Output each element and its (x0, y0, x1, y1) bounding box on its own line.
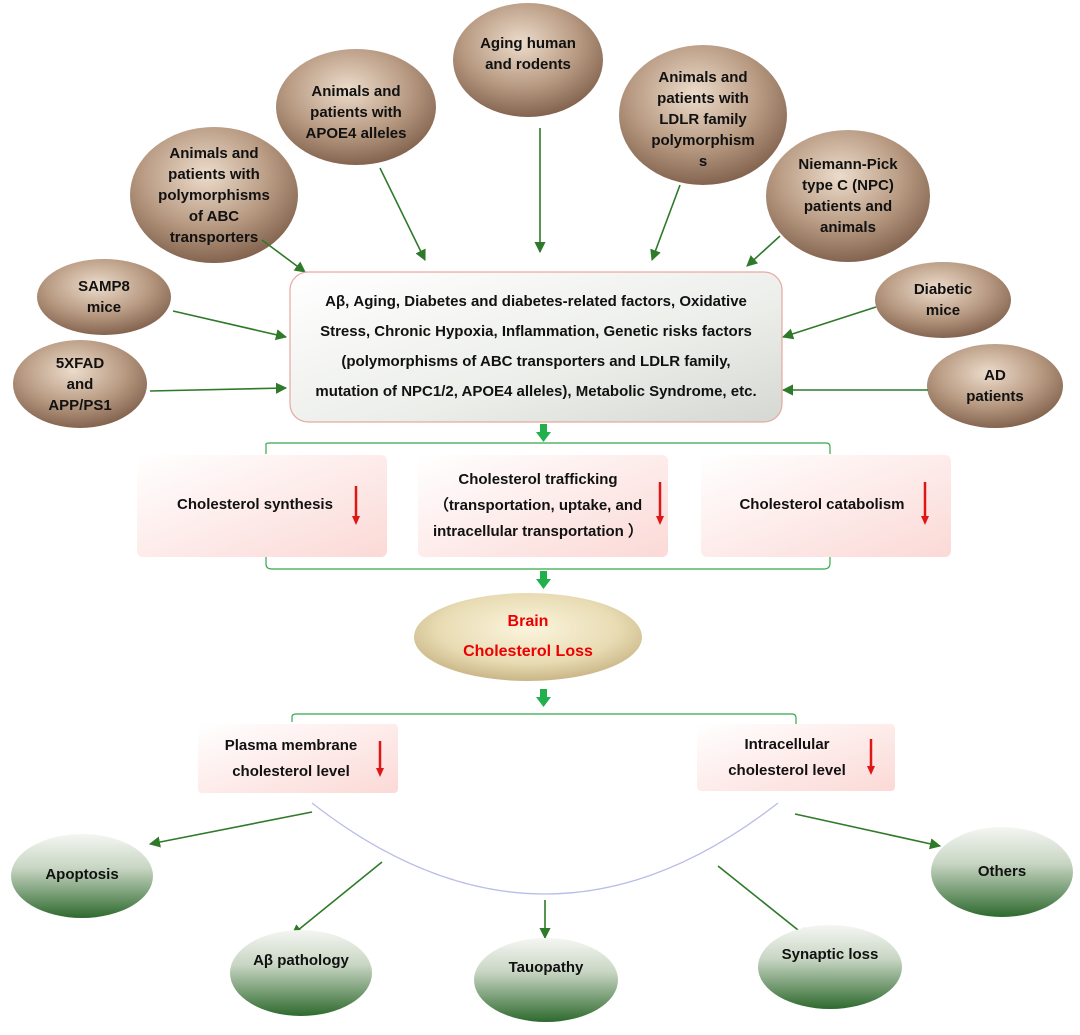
source-diabetic-node (875, 262, 1011, 338)
mechanism-bracket (265, 442, 831, 570)
arrow-samp8 (172, 310, 288, 341)
brain-cholesterol-node (414, 593, 642, 681)
outcome-apoptosis-label: Apoptosis (45, 866, 119, 883)
outcome-arc (311, 802, 779, 895)
decrease-arrow-synthesis (352, 486, 360, 525)
center-factors-text: Aβ, Aging, Diabetes and diabetes-related… (315, 293, 757, 400)
arrow-to-others (794, 813, 942, 850)
arrow-abc (261, 239, 306, 273)
source-5xfad-node (13, 340, 147, 428)
arrow-apoe4 (379, 167, 426, 262)
outcome-synaptic-label: Synaptic loss (781, 946, 879, 963)
arrow-ldlr (650, 184, 681, 262)
source-samp8-node (37, 259, 171, 335)
mechanism-synthesis-box (137, 455, 387, 557)
source-aging-node (453, 3, 603, 117)
level-plasma-box (198, 724, 398, 793)
mechanism-trafficking-box (418, 455, 668, 557)
source-npc-node (766, 130, 930, 262)
outcome-others-label: Others (977, 863, 1027, 880)
decrease-arrow-catabolism (921, 482, 929, 525)
source-ldlr-node (619, 45, 787, 185)
source-ad-node (927, 344, 1063, 428)
flow-arrow-3 (536, 689, 551, 707)
flow-arrow-1 (536, 424, 551, 442)
level-bracket (291, 713, 797, 725)
arrow-diabetic (781, 306, 877, 340)
decrease-arrow-trafficking (656, 482, 664, 525)
arrow-npc (746, 235, 781, 267)
source-abc-node (130, 127, 298, 263)
level-intracellular-box (697, 724, 895, 791)
arrow-5xfad (149, 382, 288, 394)
outcome-synaptic-node (758, 925, 902, 1009)
mechanism-synthesis-label: Cholesterol synthesis (177, 496, 333, 513)
source-apoe4-node (276, 49, 436, 165)
arrow-to-synaptic (717, 865, 809, 939)
flow-arrow-2 (536, 571, 551, 589)
mechanism-trafficking-label: Cholesterol trafficking（transportation, … (432, 471, 644, 540)
mechanism-catabolism-label: Cholesterol catabolism (739, 496, 905, 513)
arrow-to-apoptosis (148, 811, 313, 848)
outcome-tauopathy-label: Tauopathy (508, 959, 584, 976)
decrease-arrow-plasma (376, 741, 384, 777)
arrow-to-abeta (291, 861, 383, 936)
outcome-others-node (931, 827, 1073, 917)
mechanism-catabolism-box (701, 455, 951, 557)
outcome-abeta-node (230, 930, 372, 1016)
center-factors-box (289, 271, 783, 423)
decrease-arrow-intracellular (867, 739, 875, 775)
outcome-apoptosis-node (11, 834, 153, 918)
outcome-tauopathy-node (474, 938, 618, 1022)
outcome-abeta-label: Aβ pathology (253, 952, 349, 969)
